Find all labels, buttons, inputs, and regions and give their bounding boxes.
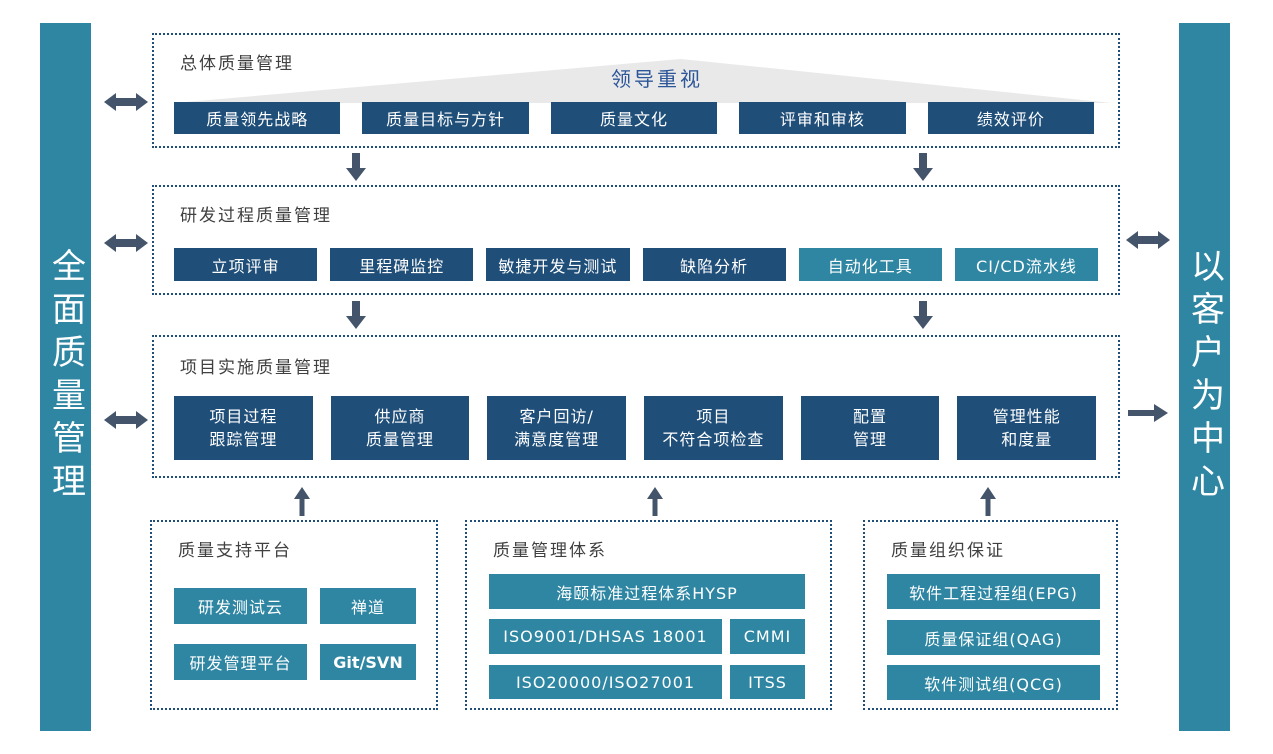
diagram-node: 客户回访/ 满意度管理 [487,396,627,460]
double-arrow-icon [104,410,148,430]
diagram-node: 研发管理平台 [174,644,307,680]
section-system: 质量管理体系 海颐标准过程体系HYSP ISO9001/DHSAS 18001 … [465,520,832,710]
section-title-organization: 质量组织保证 [891,541,1005,561]
right-arrow-icon [1128,404,1168,422]
diagram-node: 软件工程过程组(EPG) [887,574,1100,609]
section-organization: 质量组织保证 软件工程过程组(EPG) 质量保证组(QAG) 软件测试组(QCG… [863,520,1118,710]
project-node-row: 项目过程 跟踪管理 供应商 质量管理 客户回访/ 满意度管理 项目 不符合项检查… [174,396,1097,460]
diagram-node: 研发测试云 [174,588,307,624]
diagram-node: 质量文化 [550,102,718,134]
section-overall: 总体质量管理 领导重视 质量领先战略 质量目标与方针 质量文化 评审和审核 绩效… [152,33,1120,148]
diagram-node: CMMI [730,619,805,654]
diagram-node: CI/CD流水线 [954,248,1099,281]
diagram-node: 项目 不符合项检查 [644,396,783,460]
diagram-node: 评审和审核 [739,102,906,134]
diagram-node: 立项评审 [174,248,318,281]
overall-node-row: 质量领先战略 质量目标与方针 质量文化 评审和审核 绩效评价 [174,102,1095,134]
diagram-node: 敏捷开发与测试 [486,248,630,281]
right-pillar-label: 以客户为中心 [1184,248,1225,506]
section-title-overall: 总体质量管理 [180,54,294,74]
section-platform: 质量支持平台 研发测试云 禅道 研发管理平台 Git/SVN [150,520,438,710]
down-arrow-icon [346,301,366,329]
up-arrow-icon [980,487,996,516]
diagram-node: 海颐标准过程体系HYSP [489,574,805,609]
section-title-platform: 质量支持平台 [178,541,292,561]
section-rd-process: 研发过程质量管理 立项评审 里程碑监控 敏捷开发与测试 缺陷分析 自动化工具 C… [152,185,1120,295]
diagram-node: 管理性能 和度量 [957,396,1097,460]
section-project: 项目实施质量管理 项目过程 跟踪管理 供应商 质量管理 客户回访/ 满意度管理 … [152,335,1120,478]
diagram-node: 质量领先战略 [174,102,341,134]
diagram-node: 绩效评价 [927,102,1095,134]
up-arrow-icon [294,487,310,516]
diagram-node: ITSS [730,665,805,699]
right-pillar: 以客户为中心 [1179,23,1230,731]
down-arrow-icon [913,153,933,181]
section-title-system: 质量管理体系 [493,541,607,561]
down-arrow-icon [913,301,933,329]
left-pillar: 全面质量管理 [40,23,91,731]
diagram-node: ISO20000/ISO27001 [489,665,722,699]
down-arrow-icon [346,153,366,181]
diagram-node: 供应商 质量管理 [330,396,470,460]
diagram-node: 项目过程 跟踪管理 [174,396,313,460]
section-title-rd-process: 研发过程质量管理 [180,206,332,226]
up-arrow-icon [647,487,663,516]
double-arrow-icon [1126,230,1170,250]
diagram-node: Git/SVN [320,644,416,680]
double-arrow-icon [104,233,148,253]
diagram-node: 缺陷分析 [642,248,786,281]
diagram-node: 自动化工具 [798,248,942,281]
diagram-node: 质量目标与方针 [362,102,529,134]
diagram-node: 配置 管理 [800,396,940,460]
section-title-project: 项目实施质量管理 [180,358,332,378]
diagram-node: 里程碑监控 [330,248,474,281]
left-pillar-label: 全面质量管理 [45,248,86,506]
diagram-node: 禅道 [320,588,416,624]
diagram-node: 质量保证组(QAG) [887,620,1100,655]
rd-node-row: 立项评审 里程碑监控 敏捷开发与测试 缺陷分析 自动化工具 CI/CD流水线 [174,248,1099,281]
double-arrow-icon [104,92,148,112]
diagram-node: 软件测试组(QCG) [887,665,1100,700]
diagram-node: ISO9001/DHSAS 18001 [489,619,722,654]
leadership-banner-label: 领导重视 [611,67,703,91]
